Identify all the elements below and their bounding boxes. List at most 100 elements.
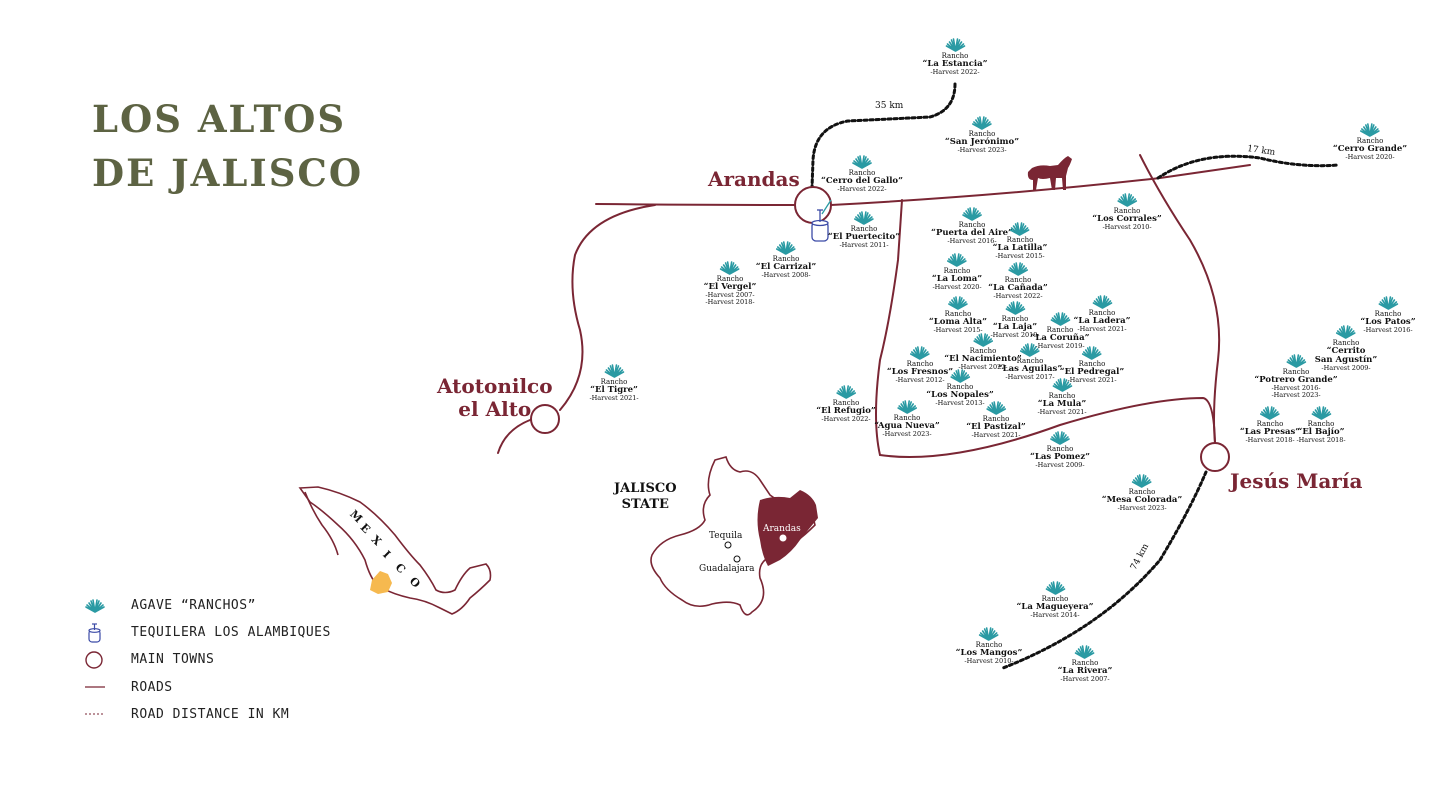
legend-label: MAIN TOWNS (131, 652, 215, 668)
mexico-outline (298, 486, 492, 615)
agave-icon (972, 116, 992, 130)
rancho-prefix: Rancho (982, 415, 1010, 423)
rancho-prefix: Rancho (1282, 368, 1310, 376)
rancho-name: “Mesa Colorada” (1101, 495, 1183, 506)
legend-label: ROADS (131, 679, 173, 695)
rancho-harvest: -Harvest 2021- (1067, 376, 1117, 385)
rancho-prefix: Rancho (1001, 315, 1029, 323)
rancho-prefix: Rancho (1006, 236, 1034, 244)
rancho-marker: Rancho“Los Fresnos”-Harvest 2012- (887, 346, 953, 384)
rancho-marker: Rancho“Los Mangos”-Harvest 2010- (955, 627, 1023, 666)
agave-icon (973, 333, 993, 347)
inset-city-guadalajara: Guadalajara (699, 564, 755, 574)
rancho-name: “La Rivera” (1057, 666, 1113, 677)
rancho-name: “La Magueyera” (1016, 602, 1094, 613)
road-arandas-west (595, 203, 796, 206)
rancho-name: “Las Pomez” (1029, 452, 1091, 463)
rancho-harvest: -Harvest 2013- (935, 399, 985, 408)
rancho-harvest: -Harvest 2007- (705, 291, 755, 300)
rancho-prefix: Rancho (1307, 420, 1335, 428)
agave-icon (1286, 354, 1306, 368)
rancho-harvest: -Harvest 2019- (990, 331, 1040, 340)
rancho-name: “La Ladera” (1073, 316, 1131, 327)
rancho-prefix: Rancho (716, 275, 744, 283)
rancho-marker: Rancho“San Jerónimo”-Harvest 2023- (945, 116, 1019, 154)
legend-label: AGAVE “RANCHOS” (131, 598, 256, 614)
rancho-harvest: -Harvest 2020- (1345, 153, 1395, 162)
rancho-harvest: -Harvest 2015- (995, 252, 1045, 261)
rancho-prefix: Rancho (946, 383, 974, 391)
rancho-harvest: -Harvest 2018- (705, 298, 755, 307)
rancho-prefix: Rancho (958, 221, 986, 229)
rancho-harvest: -Harvest 2012- (895, 376, 945, 385)
road-line-icon (84, 677, 120, 697)
rancho-marker: Rancho“Mesa Colorada”-Harvest 2023- (1101, 474, 1183, 513)
rancho-marker: Rancho“Las Pomez”-Harvest 2009- (1030, 431, 1090, 469)
rancho-prefix: Rancho (1048, 392, 1076, 400)
rancho-harvest: -Harvest 2016- (1363, 326, 1413, 335)
rancho-name: “Potrero Grande” (1254, 375, 1338, 386)
rancho-harvest: -Harvest 2014- (1030, 611, 1080, 620)
rancho-marker: Rancho“La Laja”-Harvest 2019- (990, 301, 1040, 340)
dist-road-cerro-grande (1156, 154, 1340, 180)
agave-icon (1082, 346, 1102, 360)
rancho-marker: Rancho“Agua Nueva”-Harvest 2023- (874, 400, 940, 438)
rancho-name: “Cerro Grande” (1332, 144, 1408, 155)
town-circle-atotonilco (530, 404, 560, 434)
rancho-harvest: -Harvest 2023- (882, 430, 932, 439)
rancho-name: “Los Mangos” (955, 648, 1023, 659)
rancho-prefix: Rancho (943, 267, 971, 275)
horse-icon (1027, 156, 1072, 190)
rancho-name: “La Coruña” (1030, 333, 1090, 344)
rancho-harvest: -Harvest 2009- (1321, 364, 1371, 373)
los-altos-region (757, 490, 818, 566)
rancho-name: “El Vergel” (703, 282, 757, 293)
rancho-marker: Rancho“Loma Alta”-Harvest 2015- (929, 296, 987, 334)
rancho-prefix: Rancho (1332, 339, 1360, 347)
rancho-harvest: -Harvest 2023- (1117, 504, 1167, 513)
town-circle-jesus-maria (1200, 442, 1230, 472)
agave-icon (604, 364, 624, 378)
legend-item-agave: AGAVE “RANCHOS” (84, 592, 331, 619)
agave-icon (950, 369, 970, 383)
circle-icon (84, 650, 120, 670)
rancho-prefix: Rancho (1256, 420, 1284, 428)
rancho-name: “El Puertecito” (827, 232, 901, 243)
rancho-marker: Rancho“La Ladera”-Harvest 2021- (1073, 295, 1131, 333)
legend-item-roads: ROADS (84, 674, 331, 701)
rancho-prefix: Rancho (906, 360, 934, 368)
agave-icon (945, 38, 965, 52)
dist-road-la-estancia (810, 82, 957, 190)
mexico-label-letter: X (368, 532, 384, 549)
rancho-marker: Rancho“Las Aguilas”-Harvest 2017- (998, 343, 1062, 381)
legend-label: TEQUILERA LOS ALAMBIQUES (131, 625, 331, 641)
map-title-line1: LOS ALTOS (92, 97, 347, 141)
rancho-harvest: -Harvest 2022- (821, 415, 871, 424)
rancho-prefix: Rancho (1088, 309, 1116, 317)
rancho-harvest: -Harvest 2020- (932, 283, 982, 292)
rancho-harvest: -Harvest 2010- (964, 657, 1014, 666)
rancho-prefix: Rancho (772, 255, 800, 263)
dashed-line-icon (84, 704, 120, 724)
rancho-marker: Rancho“Cerro Grande”-Harvest 2020- (1333, 123, 1407, 161)
rancho-harvest: -Harvest 2023- (957, 146, 1007, 155)
rancho-harvest: -Harvest 2021- (971, 431, 1021, 440)
agave-icon (854, 211, 874, 225)
rancho-name: “El Bajío” (1297, 427, 1345, 438)
agave-icon (947, 253, 967, 267)
rancho-prefix: Rancho (1046, 326, 1074, 334)
rancho-marker: Rancho“Puerta del Aire”-Harvest 2016- (931, 207, 1013, 245)
agave-icon (1378, 296, 1398, 310)
rancho-prefix: Rancho (1071, 659, 1099, 667)
map-title-line2: DE JALISCO (92, 151, 364, 195)
road-arandas-east (830, 164, 1251, 206)
rancho-name: “La Loma” (931, 274, 983, 285)
agave-icon (1050, 431, 1070, 445)
rancho-harvest: -Harvest 2007- (1060, 675, 1110, 684)
legend-item-towns: MAIN TOWNS (84, 646, 331, 673)
legend-label: ROAD DISTANCE IN KM (131, 706, 290, 722)
rancho-harvest: -Harvest 2008- (761, 271, 811, 280)
rancho-marker: Rancho“El Puertecito”-Harvest 2011- (828, 211, 900, 249)
rancho-name: “La Laja” (992, 322, 1038, 333)
